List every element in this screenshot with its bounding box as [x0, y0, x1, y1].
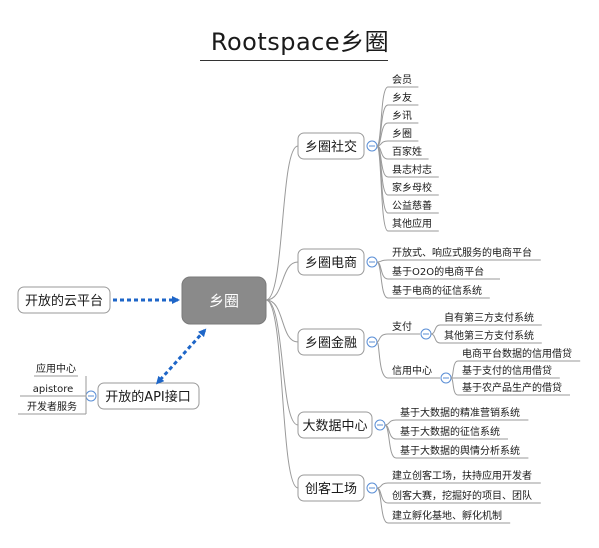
branch-node-4[interactable] [297, 474, 365, 502]
branch-connector-2 [265, 299, 299, 343]
branch-0-item-3: 乡圈 [392, 128, 412, 140]
finance-group-0-item-0: 自有第三方支付系统 [444, 311, 534, 324]
page-title: Rootspace乡圈 [210, 28, 390, 56]
branch-0-item-7: 公益慈善 [392, 199, 432, 212]
branch-4-item-connector-0 [376, 482, 389, 489]
branch-node-3[interactable] [297, 411, 373, 439]
branch-4-item-0: 建立创客工场，扶持应用开发者 [392, 469, 532, 482]
branch-connector-4 [265, 299, 299, 489]
branch-node-label-0: 乡圈社交 [305, 139, 357, 155]
branch-0-item-4: 百家姓 [392, 145, 422, 158]
branch-0-item-connector-8 [376, 145, 389, 232]
branch-0-item-1: 乡友 [392, 91, 412, 104]
finance-group-1-item-2: 基于农产品生产的借贷 [462, 381, 562, 394]
branch-node-label-3: 大数据中心 [302, 419, 367, 434]
branch-node-label-4: 创客工场 [305, 481, 357, 497]
branch-node-1[interactable] [297, 248, 365, 276]
branch-1-item-connector-0 [376, 259, 389, 263]
branch-0-item-6: 家乡母校 [392, 181, 432, 194]
finance-group-0: 支付 [392, 320, 412, 333]
branch-node-0[interactable] [297, 132, 365, 160]
branch-connector-0 [265, 145, 299, 301]
api-node[interactable] [97, 382, 200, 410]
finance-group-0-item-connector-0 [430, 324, 441, 335]
finance-group-1-item-connector-0 [450, 360, 459, 379]
branch-0-item-8: 其他应用 [392, 217, 432, 230]
branch-node-2[interactable] [297, 328, 365, 356]
api-arrow [155, 328, 207, 385]
branch-node-label-2: 乡圈金融 [305, 335, 357, 351]
branch-3-item-2: 基于大数据的舆情分析系统 [400, 444, 520, 457]
branch-connector-3 [265, 299, 299, 426]
branch-4-item-connector-2 [376, 487, 389, 524]
branch-3-item-0: 基于大数据的精准营销系统 [400, 406, 520, 419]
branch-1-item-connector-2 [376, 261, 389, 299]
branch-1-item-2: 基于电商的征信系统 [392, 284, 482, 297]
branch-1-item-1: 基于O2O的电商平台 [392, 265, 484, 278]
title-underline [200, 60, 388, 61]
branch-1-item-0: 开放式、响应式服务的电商平台 [392, 246, 532, 259]
finance-group-0-item-1: 其他第三方支付系统 [444, 329, 534, 342]
branch-3-item-1: 基于大数据的征信系统 [400, 425, 500, 438]
branch-4-item-1: 创客大赛，挖掘好的项目、团队 [392, 489, 532, 502]
api-child-2: 开发者服务 [27, 400, 77, 413]
branch-0-item-2: 乡讯 [392, 110, 412, 122]
finance-group-0-item-connector-1 [430, 333, 441, 344]
finance-group-1: 信用中心 [392, 364, 432, 377]
finance-group-connector-0 [376, 333, 389, 343]
branch-connector-1 [265, 261, 299, 301]
branch-0-item-connector-2 [376, 122, 389, 147]
branch-0-item-5: 县志村志 [392, 163, 432, 176]
cloud-platform-node[interactable] [17, 286, 111, 314]
finance-group-1-item-1: 基于支付的信用借贷 [462, 364, 552, 377]
api-child-0: 应用中心 [36, 362, 76, 375]
api-node-label: 开放的API接口 [105, 389, 191, 405]
finance-group-connector-1 [376, 341, 389, 379]
center-node-label: 乡圈 [209, 292, 239, 310]
cloud-platform-label: 开放的云平台 [25, 293, 103, 309]
finance-group-1-item-0: 电商平台数据的信用借贷 [462, 347, 572, 360]
branch-4-item-2: 建立孵化基地、孵化机制 [392, 509, 502, 522]
branch-node-label-1: 乡圈电商 [305, 256, 357, 271]
branch-3-item-connector-0 [384, 419, 397, 426]
api-child-1: apistore [33, 384, 74, 395]
branch-0-item-connector-1 [376, 104, 389, 147]
branch-0-item-0: 会员 [392, 73, 412, 86]
branch-3-item-connector-2 [384, 424, 397, 459]
finance-group-1-item-connector-2 [450, 377, 459, 396]
